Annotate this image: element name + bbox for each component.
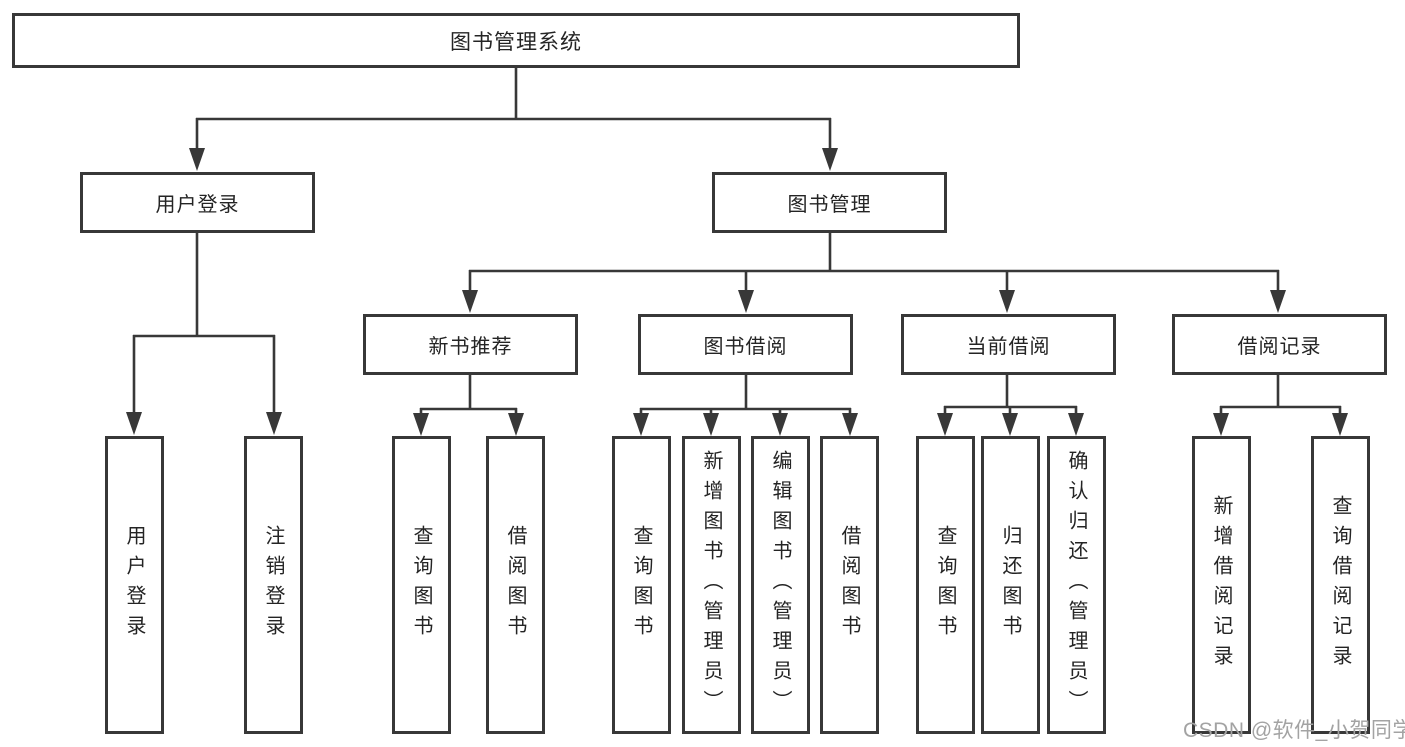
node-new-book-recommend: 新书推荐: [363, 314, 578, 375]
node-leaf-add-book-admin: 新增图书（管理员）: [682, 436, 741, 734]
node-leaf-user-login: 用户登录: [105, 436, 164, 734]
node-leaf-return-book: 归还图书: [981, 436, 1040, 734]
node-leaf-add-borrow-record: 新增借阅记录: [1192, 436, 1251, 734]
node-leaf-query-book-1: 查询图书: [392, 436, 451, 734]
node-leaf-borrow-book-1: 借阅图书: [486, 436, 545, 734]
node-user-login-group: 用户登录: [80, 172, 315, 233]
node-leaf-confirm-return-admin: 确认归还（管理员）: [1047, 436, 1106, 734]
node-library-system: 图书管理系统: [12, 13, 1020, 68]
node-leaf-logout: 注销登录: [244, 436, 303, 734]
arrowheads: [126, 148, 1348, 436]
node-book-management-group: 图书管理: [712, 172, 947, 233]
node-leaf-borrow-book-2: 借阅图书: [820, 436, 879, 734]
node-leaf-query-book-3: 查询图书: [916, 436, 975, 734]
node-leaf-edit-book-admin: 编辑图书（管理员）: [751, 436, 810, 734]
node-borrow-records: 借阅记录: [1172, 314, 1387, 375]
node-book-borrow: 图书借阅: [638, 314, 853, 375]
node-leaf-query-borrow-record: 查询借阅记录: [1311, 436, 1370, 734]
node-current-borrow: 当前借阅: [901, 314, 1116, 375]
node-leaf-query-book-2: 查询图书: [612, 436, 671, 734]
csdn-watermark: CSDN @软件_小贺同学: [1183, 719, 1405, 742]
